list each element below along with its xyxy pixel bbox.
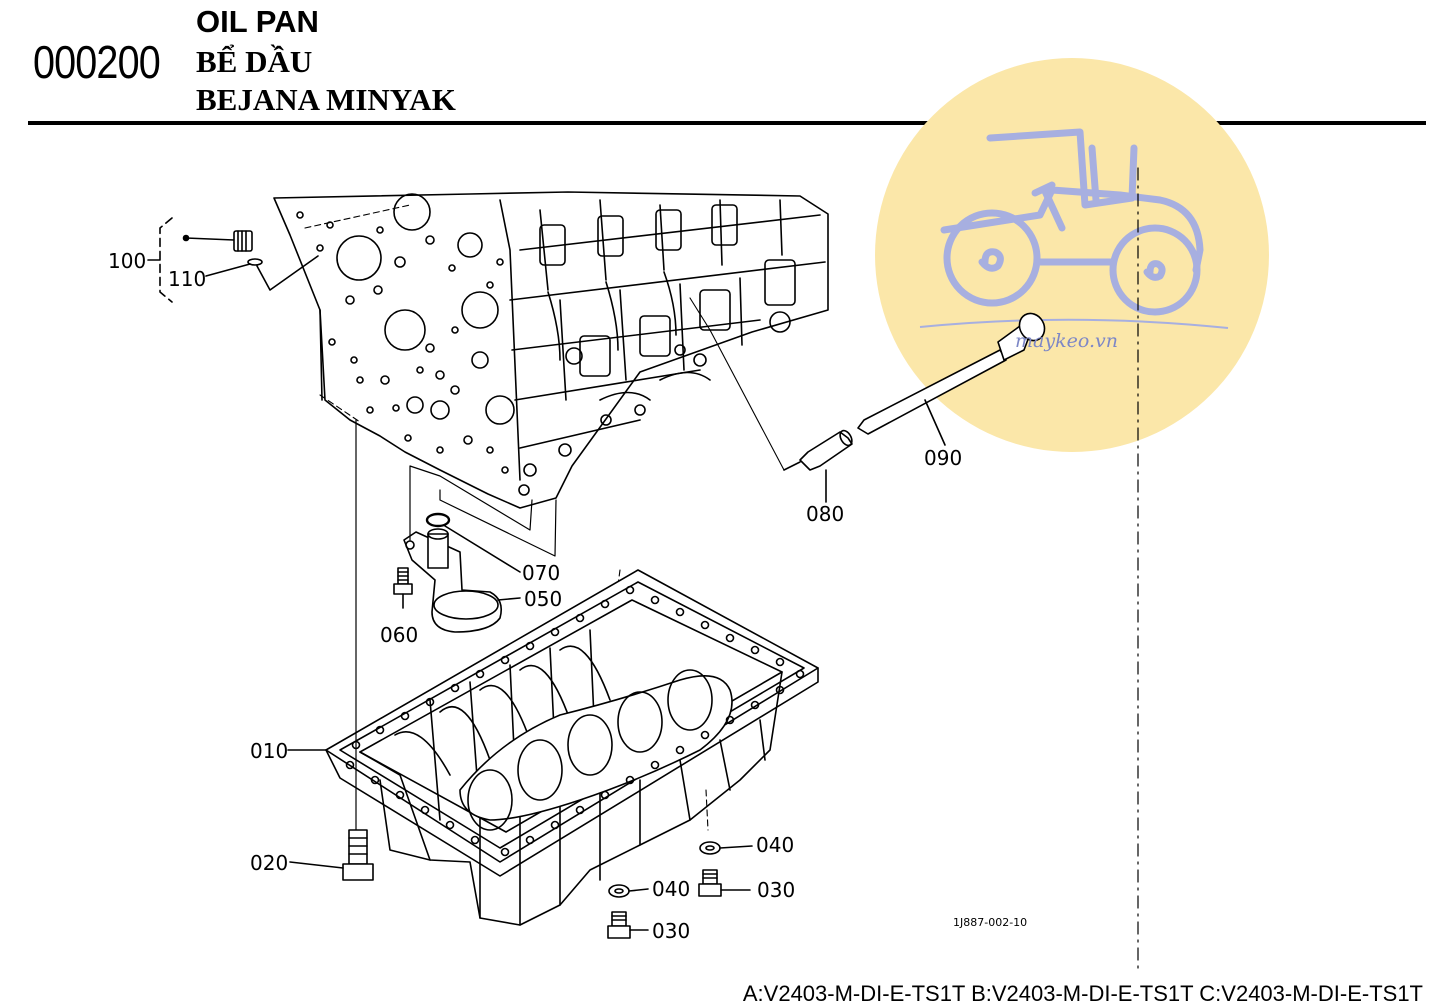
watermark <box>875 58 1269 452</box>
title-malay: BEJANA MINYAK <box>196 82 456 117</box>
bolt-part-020 <box>289 829 374 881</box>
title-vietnamese: BỂ DẦU <box>196 44 313 79</box>
o-ring-part-070 <box>425 512 521 573</box>
dipstick-guide-part-080 <box>689 297 853 503</box>
cylinder-block <box>273 191 829 509</box>
callout-080: 080 <box>806 502 844 526</box>
watermark-circle <box>875 58 1269 452</box>
callout-group-bracket <box>147 217 173 303</box>
callout-100: 100 <box>108 249 146 273</box>
washer-part-040-right <box>699 841 753 855</box>
section-code: 000200 <box>33 36 161 88</box>
oil-pan-part-010 <box>325 569 819 926</box>
callout-020: 020 <box>250 851 288 875</box>
callout-010: 010 <box>250 739 288 763</box>
seal-part-110 <box>205 255 319 291</box>
callout-060: 060 <box>380 623 418 647</box>
applicable-models: A:V2403-M-DI-E-TS1T B:V2403-M-DI-E-TS1T … <box>742 981 1423 1006</box>
callout-070: 070 <box>522 561 560 585</box>
callout-110: 110 <box>168 267 206 291</box>
dipstick-part-090 <box>857 312 1046 446</box>
strainer-mount-lines <box>409 465 557 557</box>
callout-040-left: 040 <box>652 877 690 901</box>
bolt-part-060 <box>393 567 413 609</box>
callout-090: 090 <box>924 446 962 470</box>
callout-030-right: 030 <box>757 878 795 902</box>
callout-040-right: 040 <box>756 833 794 857</box>
title-english: OIL PAN <box>196 4 319 39</box>
oil-strainer-part-050 <box>403 528 521 633</box>
page-header: 000200 OIL PAN BỂ DẦU BEJANA MINYAK <box>0 0 1431 126</box>
plug-part-100 <box>182 230 253 252</box>
callout-050: 050 <box>524 587 562 611</box>
watermark-text: maykeo.vn <box>1015 330 1118 352</box>
drain-plug-part-030-right <box>698 869 751 897</box>
header-divider <box>28 121 1426 125</box>
washer-part-040-left <box>608 884 649 898</box>
drain-plug-part-030-left <box>607 911 649 939</box>
watermark-swoosh <box>919 318 1229 329</box>
drawing-number: 1J887-002-10 <box>953 916 1027 929</box>
callout-030-left: 030 <box>652 919 690 943</box>
tractor-logo-icon <box>940 128 1204 316</box>
